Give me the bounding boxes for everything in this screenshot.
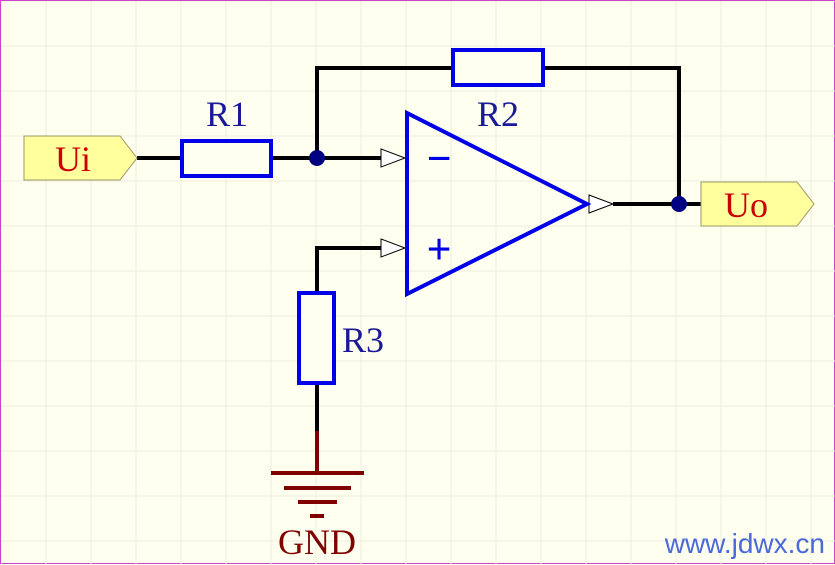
r3-label: R3 bbox=[342, 320, 384, 360]
resistor-r2[interactable] bbox=[451, 48, 545, 87]
resistor-r1[interactable] bbox=[180, 139, 273, 178]
junction-inverting-node bbox=[309, 150, 325, 166]
wire-r2-left bbox=[315, 66, 453, 158]
output-port[interactable] bbox=[700, 181, 815, 227]
opamp-inverting-symbol: − bbox=[426, 134, 451, 183]
resistors bbox=[180, 48, 545, 385]
pin-arrow-inverting bbox=[380, 148, 407, 168]
pin-arrow-noninverting bbox=[380, 238, 407, 258]
pin-arrows bbox=[380, 148, 615, 258]
resistor-r3[interactable] bbox=[297, 291, 336, 385]
ground-symbol bbox=[271, 431, 364, 518]
r2-label: R2 bbox=[477, 94, 519, 134]
wire-noninverting-r3 bbox=[315, 246, 381, 293]
watermark-text: www.jdwx.cn bbox=[664, 528, 825, 559]
pin-arrow-output bbox=[588, 194, 615, 214]
opamp-triangle[interactable] bbox=[405, 109, 592, 298]
input-port-label: Ui bbox=[55, 139, 91, 179]
input-port[interactable] bbox=[23, 135, 138, 181]
wire-r2-right bbox=[543, 66, 681, 204]
ground-label: GND bbox=[278, 522, 356, 562]
opamp-noninverting-symbol: + bbox=[426, 225, 451, 274]
r1-label: R1 bbox=[206, 94, 248, 134]
pin-stubs bbox=[381, 157, 613, 249]
output-port-label: Uo bbox=[724, 185, 768, 225]
junction-output-node bbox=[671, 196, 687, 212]
